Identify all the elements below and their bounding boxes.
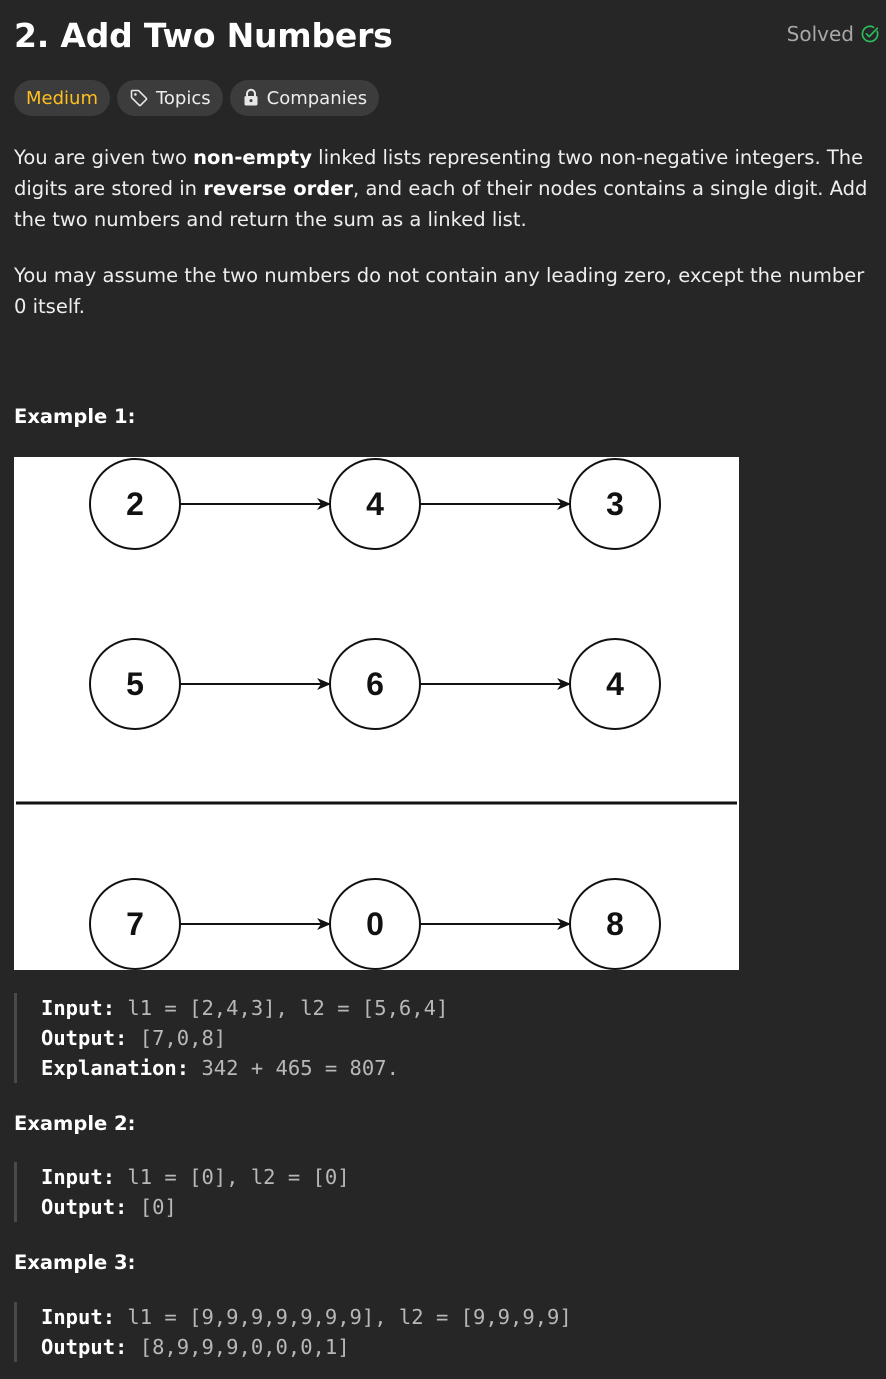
desc-text: You are given two <box>14 146 194 169</box>
problem-title: 2. Add Two Numbers <box>14 16 393 55</box>
example-2-input: Input: l1 = [0], l2 = [0] <box>41 1162 350 1192</box>
example-3-input: Input: l1 = [9,9,9,9,9,9,9], l2 = [9,9,9… <box>41 1302 572 1332</box>
companies-button[interactable]: Companies <box>229 80 380 116</box>
description-paragraph-2: You may assume the two numbers do not co… <box>14 264 865 318</box>
example-3-code: Input: l1 = [9,9,9,9,9,9,9], l2 = [9,9,9… <box>14 1302 572 1362</box>
input-label: Input: <box>41 1165 116 1189</box>
difficulty-badge[interactable]: Medium <box>14 80 110 116</box>
desc-bold-reverse-order: reverse order <box>203 177 354 200</box>
node-circle <box>569 638 661 730</box>
node-value: 6 <box>366 666 384 702</box>
problem-tags: Medium Topics Companies <box>14 80 380 116</box>
node-circle <box>329 638 421 730</box>
desc-text: , and each of their nodes contains a sin… <box>14 177 868 231</box>
solved-status: Solved <box>787 21 880 47</box>
node-circle <box>89 458 181 550</box>
node-value: 2 <box>126 486 144 522</box>
topics-label: Topics <box>155 87 211 109</box>
topics-button[interactable]: Topics <box>116 80 223 116</box>
node-value: 5 <box>126 666 144 702</box>
output-label: Output: <box>41 1335 128 1359</box>
desc-text: linked lists representing two non-negati… <box>14 146 864 200</box>
companies-label: Companies <box>266 87 368 109</box>
tag-icon <box>129 88 149 108</box>
input-value: l1 = [2,4,3], l2 = [5,6,4] <box>115 996 449 1020</box>
problem-header: 2. Add Two Numbers Solved <box>14 12 880 56</box>
example-1-input: Input: l1 = [2,4,3], l2 = [5,6,4] <box>41 993 448 1023</box>
node-value: 8 <box>606 906 624 942</box>
explanation-label: Explanation: <box>41 1056 190 1080</box>
example-1-diagram: 2 4 3 5 6 4 7 0 8 <box>14 457 739 970</box>
node-circle <box>89 878 181 970</box>
example-3-title: Example 3: <box>14 1251 136 1274</box>
output-value: [8,9,9,9,0,0,0,1] <box>127 1335 350 1359</box>
lock-icon <box>242 88 260 108</box>
node-value: 4 <box>606 666 624 702</box>
example-2-title: Example 2: <box>14 1112 136 1135</box>
problem-description: You are given two non-empty linked lists… <box>14 142 880 322</box>
node-circle <box>89 638 181 730</box>
input-label: Input: <box>41 1305 116 1329</box>
example-1-code: Input: l1 = [2,4,3], l2 = [5,6,4] Output… <box>14 993 448 1083</box>
input-value: l1 = [0], l2 = [0] <box>115 1165 350 1189</box>
node-circle <box>329 878 421 970</box>
node-circle <box>569 878 661 970</box>
input-value: l1 = [9,9,9,9,9,9,9], l2 = [9,9,9,9] <box>115 1305 572 1329</box>
description-paragraph-1: You are given two non-empty linked lists… <box>14 142 880 235</box>
desc-bold-non-empty: non-empty <box>193 146 312 169</box>
node-value: 3 <box>606 486 624 522</box>
node-value: 4 <box>366 486 384 522</box>
node-value: 7 <box>126 906 144 942</box>
solved-label: Solved <box>786 22 854 46</box>
example-2-output: Output: [0] <box>41 1192 350 1222</box>
output-value: [0] <box>127 1195 177 1219</box>
example-2-code: Input: l1 = [0], l2 = [0] Output: [0] <box>14 1162 350 1222</box>
check-circle-icon <box>860 24 880 44</box>
example-1-output: Output: [7,0,8] <box>41 1023 448 1053</box>
example-3-output: Output: [8,9,9,9,0,0,0,1] <box>41 1332 572 1362</box>
output-value: [7,0,8] <box>127 1026 227 1050</box>
input-label: Input: <box>41 996 116 1020</box>
node-circle <box>329 458 421 550</box>
output-label: Output: <box>41 1026 128 1050</box>
example-1-title: Example 1: <box>14 405 136 428</box>
output-label: Output: <box>41 1195 128 1219</box>
node-value: 0 <box>366 906 384 942</box>
example-1-explanation: Explanation: 342 + 465 = 807. <box>41 1053 448 1083</box>
explanation-value: 342 + 465 = 807. <box>189 1056 399 1080</box>
node-circle <box>569 458 661 550</box>
